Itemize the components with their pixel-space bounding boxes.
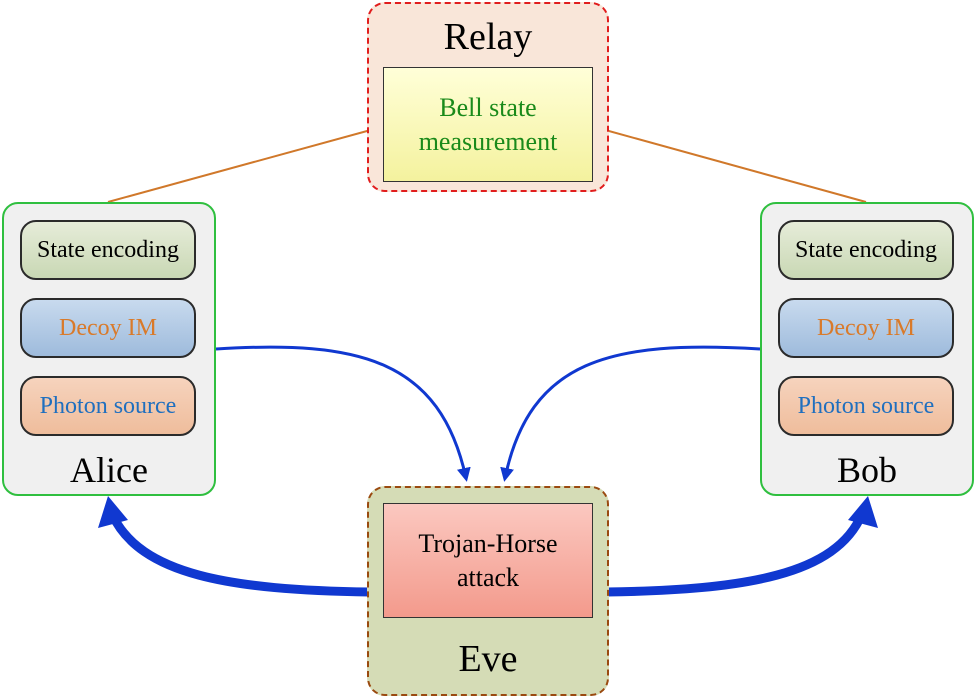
bob-state-encoding-module: State encoding [778,220,954,280]
eve-to-alice-arrowhead [98,496,128,528]
alice-title: Alice [70,450,148,490]
eve-title: Eve [458,638,518,680]
bob-decoy-im-module: Decoy IM [778,298,954,358]
bob-photon-source-label: Photon source [797,392,935,419]
alice-state-encoding-label: State encoding [37,236,179,263]
bob-decoy-im-label: Decoy IM [817,314,915,341]
bob-state-encoding-label: State encoding [795,236,937,263]
bell-state-measurement-box: Bell state measurement [383,67,593,182]
alice-photon-source-label: Photon source [39,392,177,419]
eve-to-bob-attack-arrow [605,512,867,597]
bob-photon-source-module: Photon source [778,376,954,436]
eve-to-bob-arrowhead [848,496,878,528]
trojan-horse-attack-label: Trojan-Horse attack [418,528,558,592]
alice-to-relay-arrow [107,125,380,203]
bell-state-measurement-label: Bell state measurement [418,92,558,156]
relay-title: Relay [443,16,533,58]
bob-to-relay-arrow [596,125,867,203]
alice-decoy-im-module: Decoy IM [20,298,196,358]
alice-decoy-im-label: Decoy IM [59,314,157,341]
bob-leak-to-eve-arrow [500,345,761,482]
eve-to-alice-attack-arrow [107,512,371,597]
alice-state-encoding-module: State encoding [20,220,196,280]
bob-title: Bob [836,450,897,490]
alice-photon-source-module: Photon source [20,376,196,436]
trojan-horse-attack-box: Trojan-Horse attack [383,503,593,618]
alice-leak-to-eve-arrow [215,345,471,482]
